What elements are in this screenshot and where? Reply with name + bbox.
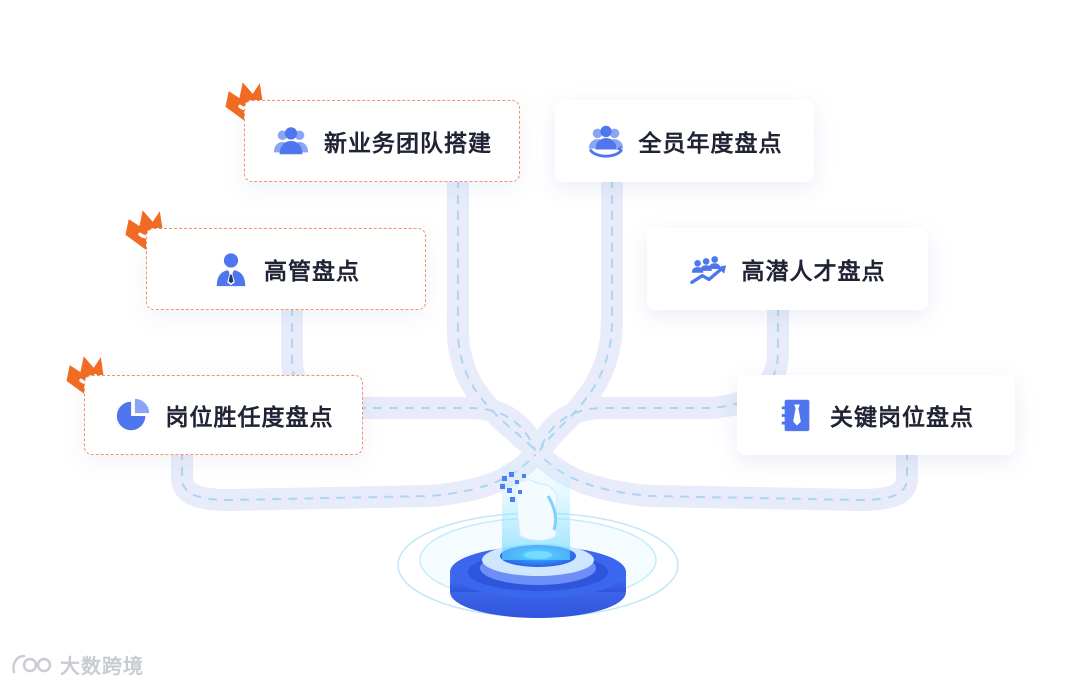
card-new-team: 新业务团队搭建 <box>244 100 520 182</box>
card-label: 高潜人才盘点 <box>742 252 886 286</box>
card-label: 关键岗位盘点 <box>830 398 974 432</box>
road-key-position <box>540 452 907 500</box>
id-badge-icon <box>778 396 816 434</box>
card-high-potential: 高潜人才盘点 <box>647 228 928 310</box>
team-icon <box>272 122 310 160</box>
pie-chart-icon <box>114 396 152 434</box>
card-label: 岗位胜任度盘点 <box>166 398 334 432</box>
watermark-text: 大数跨境 <box>60 650 144 679</box>
card-label: 新业务团队搭建 <box>324 124 492 158</box>
card-competency: 岗位胜任度盘点 <box>84 375 363 455</box>
card-all-staff: 全员年度盘点 <box>555 100 814 182</box>
road-competency <box>182 452 535 500</box>
card-executive: 高管盘点 <box>146 228 426 310</box>
card-label: 高管盘点 <box>264 252 360 286</box>
growth-people-icon <box>690 250 728 288</box>
watermark: 大数跨境 <box>10 650 144 679</box>
card-label: 全员年度盘点 <box>639 124 783 158</box>
executive-icon <box>212 250 250 288</box>
brand-logo-icon <box>10 652 54 678</box>
team-cycle-icon <box>587 122 625 160</box>
card-key-position: 关键岗位盘点 <box>737 375 1015 455</box>
